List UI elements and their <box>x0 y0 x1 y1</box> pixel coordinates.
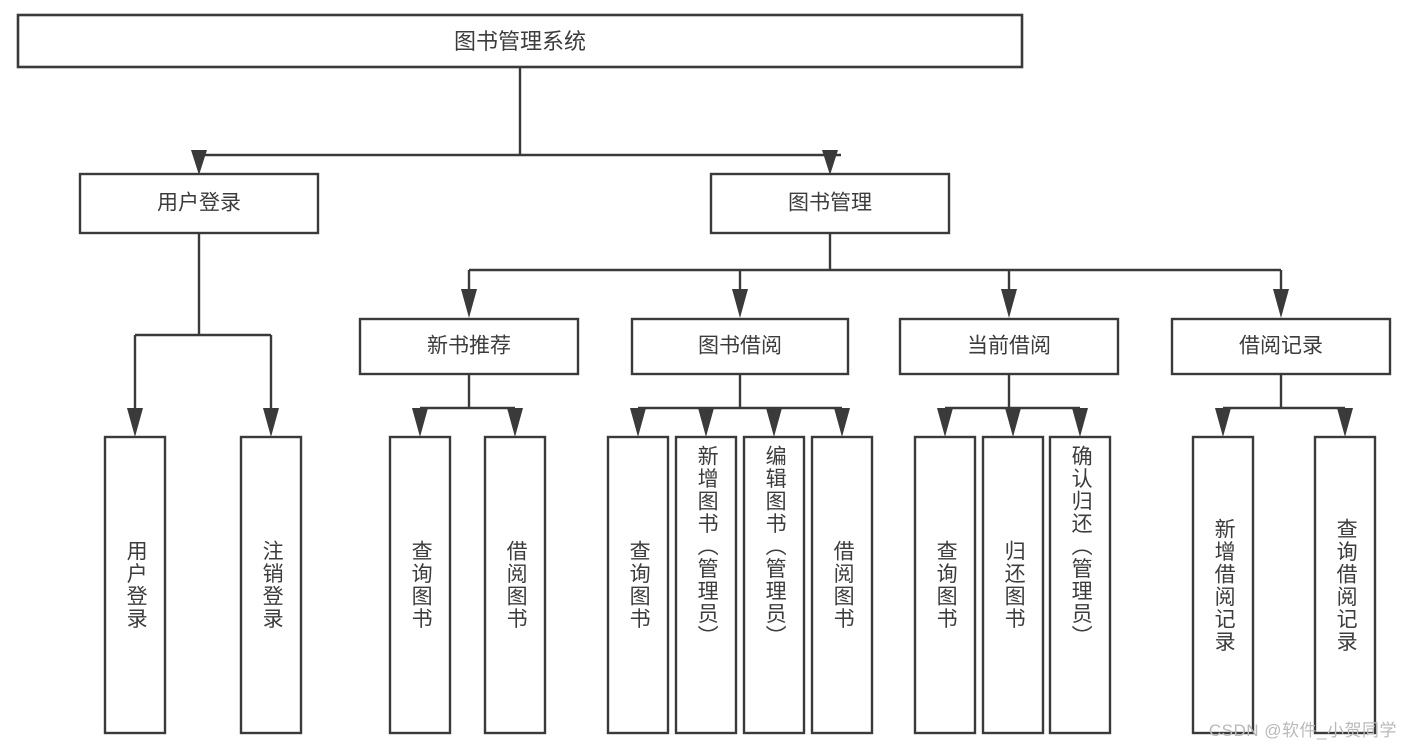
arrow-head-borrow-record <box>1273 289 1289 318</box>
node-borrow-record-box[interactable] <box>1170 317 1392 376</box>
node-root[interactable]: 图书管理系统 <box>16 13 1024 69</box>
leaf-box-cb-2[interactable] <box>1048 435 1112 735</box>
arrow-head-leaf-user-login-1 <box>263 408 279 437</box>
leaf-box-user-login-1[interactable] <box>239 435 303 735</box>
leaf-box-br-1[interactable] <box>1313 435 1377 735</box>
connector-group-root <box>191 67 841 175</box>
leaf-box-bb-0[interactable] <box>606 435 670 735</box>
node-current-borrow-label: 当前借阅 <box>967 335 1051 358</box>
node-borrow-record[interactable]: 借阅记录 <box>1170 317 1392 376</box>
node-root-box[interactable] <box>16 13 1024 69</box>
connector-group-user-login <box>127 233 279 437</box>
node-user-login-box[interactable] <box>78 172 320 235</box>
arrow-head-leaf-bb-3 <box>834 408 850 437</box>
connector-group-new-book-recommend <box>412 374 523 437</box>
arrow-head-leaf-nbr-1 <box>507 408 523 437</box>
arrow-head-leaf-cb-2 <box>1072 408 1088 437</box>
leaf-box-bb-3[interactable] <box>810 435 874 735</box>
leaf-boxes-user-login <box>103 435 303 735</box>
arrow-head-leaf-user-login-0 <box>127 408 143 437</box>
leaf-boxes-book-borrow <box>606 435 874 735</box>
arrow-head-book-borrow <box>732 289 748 318</box>
arrow-head-leaf-bb-2 <box>766 408 782 437</box>
connector-group-book-borrow <box>630 374 850 437</box>
node-root-label: 图书管理系统 <box>454 29 586 54</box>
connector-group-book-manage <box>461 233 1289 318</box>
leaf-box-nbr-0[interactable] <box>388 435 452 735</box>
leaf-box-nbr-1[interactable] <box>483 435 547 735</box>
leaf-box-cb-1[interactable] <box>981 435 1045 735</box>
node-new-book-recommend-box[interactable] <box>358 317 580 376</box>
node-book-manage-label: 图书管理 <box>788 192 872 215</box>
node-book-manage[interactable]: 图书管理 <box>709 172 951 235</box>
arrow-head-book-manage <box>822 150 838 175</box>
node-user-login[interactable]: 用户登录 <box>78 172 320 235</box>
arrow-head-leaf-br-0 <box>1215 408 1231 437</box>
arrow-head-leaf-bb-0 <box>630 408 646 437</box>
leaf-boxes-new-book-recommend <box>388 435 547 735</box>
connector-group-borrow-record <box>1215 374 1353 437</box>
node-new-book-recommend-label: 新书推荐 <box>427 335 511 358</box>
leaf-box-br-0[interactable] <box>1191 435 1255 735</box>
node-current-borrow-box[interactable] <box>898 317 1120 376</box>
node-book-borrow-box[interactable] <box>630 317 850 376</box>
node-new-book-recommend[interactable]: 新书推荐 <box>358 317 580 376</box>
node-user-login-label: 用户登录 <box>157 192 241 215</box>
arrow-head-leaf-bb-1 <box>698 408 714 437</box>
leaf-box-bb-2[interactable] <box>742 435 806 735</box>
arrow-head-leaf-cb-1 <box>1005 408 1021 437</box>
arrow-head-leaf-br-1 <box>1337 408 1353 437</box>
arrow-head-new-book-recommend <box>461 289 477 318</box>
leaf-boxes-current-borrow <box>913 435 1112 735</box>
leaf-box-bb-1[interactable] <box>674 435 738 735</box>
leaf-box-cb-0[interactable] <box>913 435 977 735</box>
node-book-borrow[interactable]: 图书借阅 <box>630 317 850 376</box>
connector-group-current-borrow <box>937 374 1088 437</box>
arrow-head-current-borrow <box>1001 289 1017 318</box>
node-borrow-record-label: 借阅记录 <box>1239 335 1323 358</box>
node-current-borrow[interactable]: 当前借阅 <box>898 317 1120 376</box>
leaf-boxes-borrow-record <box>1191 435 1377 735</box>
arrow-head-leaf-nbr-0 <box>412 408 428 437</box>
node-book-borrow-label: 图书借阅 <box>698 335 782 358</box>
arrow-head-leaf-cb-0 <box>937 408 953 437</box>
leaf-box-user-login-0[interactable] <box>103 435 167 735</box>
node-book-manage-box[interactable] <box>709 172 951 235</box>
arrow-head-user-login <box>191 150 207 175</box>
